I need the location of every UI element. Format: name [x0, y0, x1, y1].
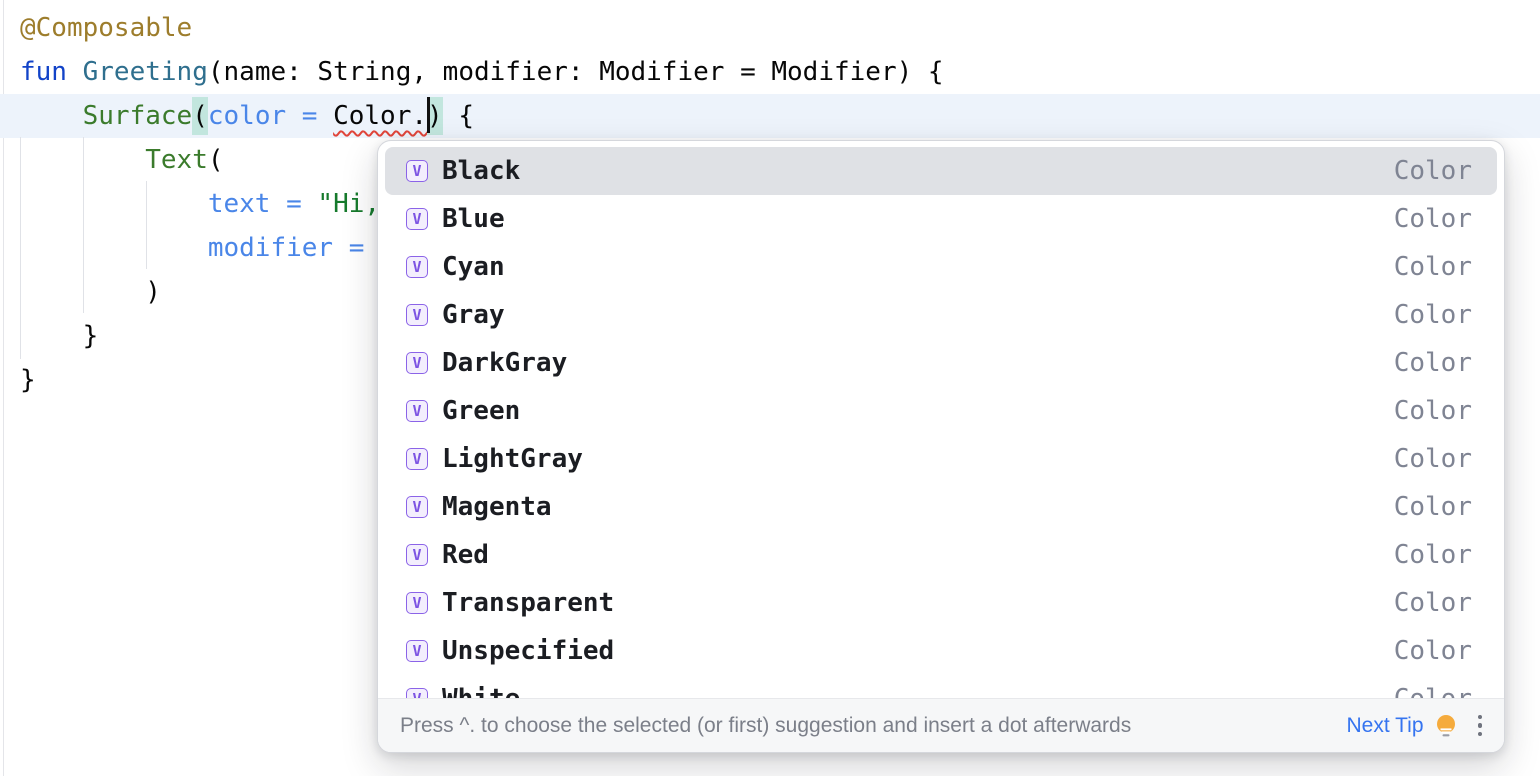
- completion-item[interactable]: V Unspecified Color: [385, 627, 1497, 675]
- code-token: color =: [207, 101, 334, 131]
- completion-item-label: White: [442, 684, 520, 698]
- value-icon: V: [406, 592, 428, 614]
- completion-item-type: Color: [1393, 540, 1472, 570]
- value-icon: V: [406, 688, 428, 698]
- code-line[interactable]: @Composable: [0, 6, 1540, 50]
- value-icon: V: [406, 208, 428, 230]
- code-token: Text: [145, 145, 208, 175]
- completion-item-label: Green: [442, 396, 521, 426]
- code-token: Greeting: [82, 57, 208, 87]
- completion-item-type: Color: [1393, 204, 1472, 234]
- completion-item-label: Blue: [442, 204, 505, 234]
- completion-item-label: Magenta: [442, 492, 552, 522]
- completion-item[interactable]: V Red Color: [385, 531, 1497, 579]
- code-line[interactable]: text = "Hi,: [0, 182, 1540, 226]
- completion-item[interactable]: V Black Color: [385, 147, 1497, 195]
- code-token: ): [427, 97, 443, 135]
- completion-item-label: DarkGray: [442, 348, 568, 378]
- completion-item[interactable]: V Green Color: [385, 387, 1497, 435]
- code-token: modifier =: [207, 233, 381, 263]
- completion-item[interactable]: V LightGray Color: [385, 435, 1497, 483]
- code-line[interactable]: modifier =: [0, 226, 1540, 270]
- value-icon: V: [406, 304, 428, 326]
- code-token: [20, 189, 208, 219]
- completion-item-label: Red: [442, 540, 489, 570]
- completion-item-type: Color: [1394, 684, 1472, 698]
- completion-item[interactable]: V Blue Color: [385, 195, 1497, 243]
- code-token: @Composable: [20, 13, 193, 43]
- completion-item-label: LightGray: [442, 444, 583, 474]
- code-token: "Hi,: [317, 189, 381, 219]
- code-token: (: [207, 145, 224, 175]
- code-token: text =: [207, 189, 318, 219]
- completion-item-type: Color: [1393, 156, 1472, 186]
- value-icon: V: [406, 496, 428, 518]
- lightbulb-icon: [1436, 714, 1455, 736]
- code-token: }: [20, 365, 36, 395]
- indent-guide: [20, 137, 21, 359]
- completion-item[interactable]: V Gray Color: [385, 291, 1497, 339]
- completion-item[interactable]: V White Color: [385, 675, 1497, 698]
- hint-text: Press ^. to choose the selected (or firs…: [400, 713, 1132, 737]
- completion-item-type: Color: [1393, 492, 1472, 522]
- code-token: ): [20, 277, 161, 307]
- completion-item-type: Color: [1393, 588, 1472, 618]
- code-token: }: [20, 321, 99, 351]
- code-token: (name: String, modifier: Modifier = Modi…: [207, 57, 944, 87]
- code-line[interactable]: Surface(color = Color.) {: [0, 94, 1540, 138]
- completion-item[interactable]: V DarkGray Color: [385, 339, 1497, 387]
- code-line[interactable]: }: [0, 314, 1540, 358]
- code-token: Color.: [333, 101, 428, 131]
- value-icon: V: [406, 160, 428, 182]
- text-caret: [427, 97, 430, 133]
- value-icon: V: [406, 352, 428, 374]
- value-icon: V: [406, 544, 428, 566]
- completion-item-label: Black: [442, 156, 521, 186]
- completion-item-type: Color: [1393, 444, 1472, 474]
- completion-item[interactable]: V Magenta Color: [385, 483, 1497, 531]
- code-token: [20, 101, 83, 131]
- completion-item-type: Color: [1393, 348, 1472, 378]
- value-icon: V: [406, 256, 428, 278]
- completion-item-type: Color: [1393, 396, 1472, 426]
- value-icon: V: [406, 400, 428, 422]
- completion-item-label: Transparent: [442, 588, 615, 618]
- next-tip-link[interactable]: Next Tip: [1346, 713, 1424, 737]
- code-token: (: [192, 97, 208, 135]
- completion-item-type: Color: [1393, 300, 1472, 330]
- value-icon: V: [406, 640, 428, 662]
- completion-item[interactable]: V Cyan Color: [385, 243, 1497, 291]
- completion-item-label: Gray: [442, 300, 505, 330]
- kebab-menu-icon[interactable]: [1476, 713, 1485, 739]
- editor-code: @Composable fun Greeting(name: String, mo…: [0, 6, 1540, 402]
- completion-hint-bar: Press ^. to choose the selected (or firs…: [378, 698, 1504, 752]
- completion-item-label: Unspecified: [442, 636, 615, 666]
- editor-left-edge: [3, 0, 4, 776]
- code-line[interactable]: ): [0, 270, 1540, 314]
- code-line[interactable]: }: [0, 358, 1540, 402]
- code-token: fun: [20, 57, 67, 87]
- indent-guide: [83, 137, 84, 313]
- code-token: [67, 57, 83, 87]
- completion-item-type: Color: [1393, 636, 1472, 666]
- code-line[interactable]: Text(: [0, 138, 1540, 182]
- code-line[interactable]: fun Greeting(name: String, modifier: Mod…: [0, 50, 1540, 94]
- code-token: {: [442, 101, 474, 131]
- completion-item-type: Color: [1393, 252, 1472, 282]
- completion-item-label: Cyan: [442, 252, 505, 282]
- completion-item[interactable]: V Transparent Color: [385, 579, 1497, 627]
- indent-guide: [146, 181, 147, 269]
- code-token: [20, 233, 208, 263]
- value-icon: V: [406, 448, 428, 470]
- code-token: Surface: [82, 101, 193, 131]
